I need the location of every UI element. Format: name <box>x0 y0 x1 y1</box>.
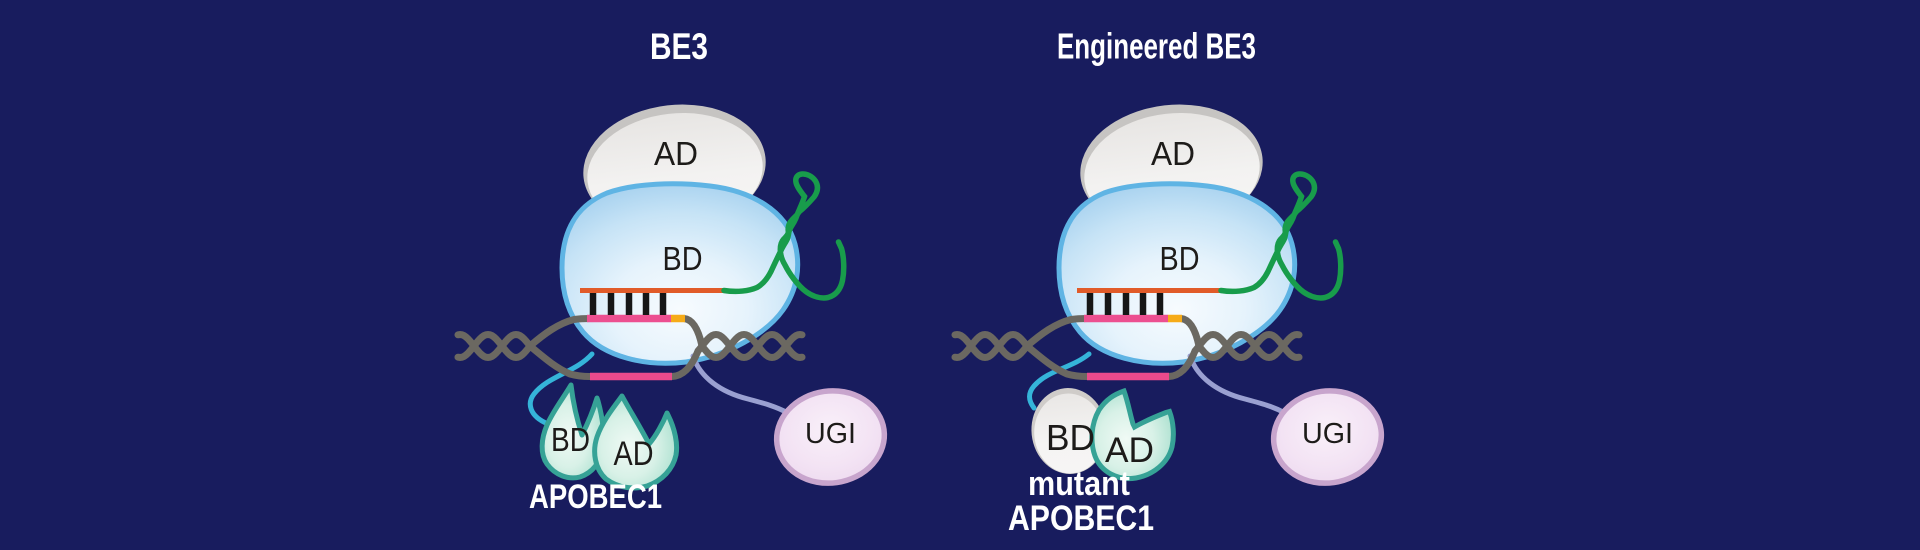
svg-text:BD: BD <box>1046 417 1095 458</box>
svg-text:BD: BD <box>551 421 590 458</box>
svg-text:BE3: BE3 <box>650 26 708 67</box>
svg-text:APOBEC1: APOBEC1 <box>1008 499 1154 538</box>
svg-text:Engineered BE3: Engineered BE3 <box>1057 26 1256 67</box>
svg-text:APOBEC1: APOBEC1 <box>529 478 662 516</box>
svg-text:AD: AD <box>1105 431 1154 470</box>
svg-text:AD: AD <box>614 435 654 473</box>
svg-text:mutant: mutant <box>1028 465 1130 503</box>
